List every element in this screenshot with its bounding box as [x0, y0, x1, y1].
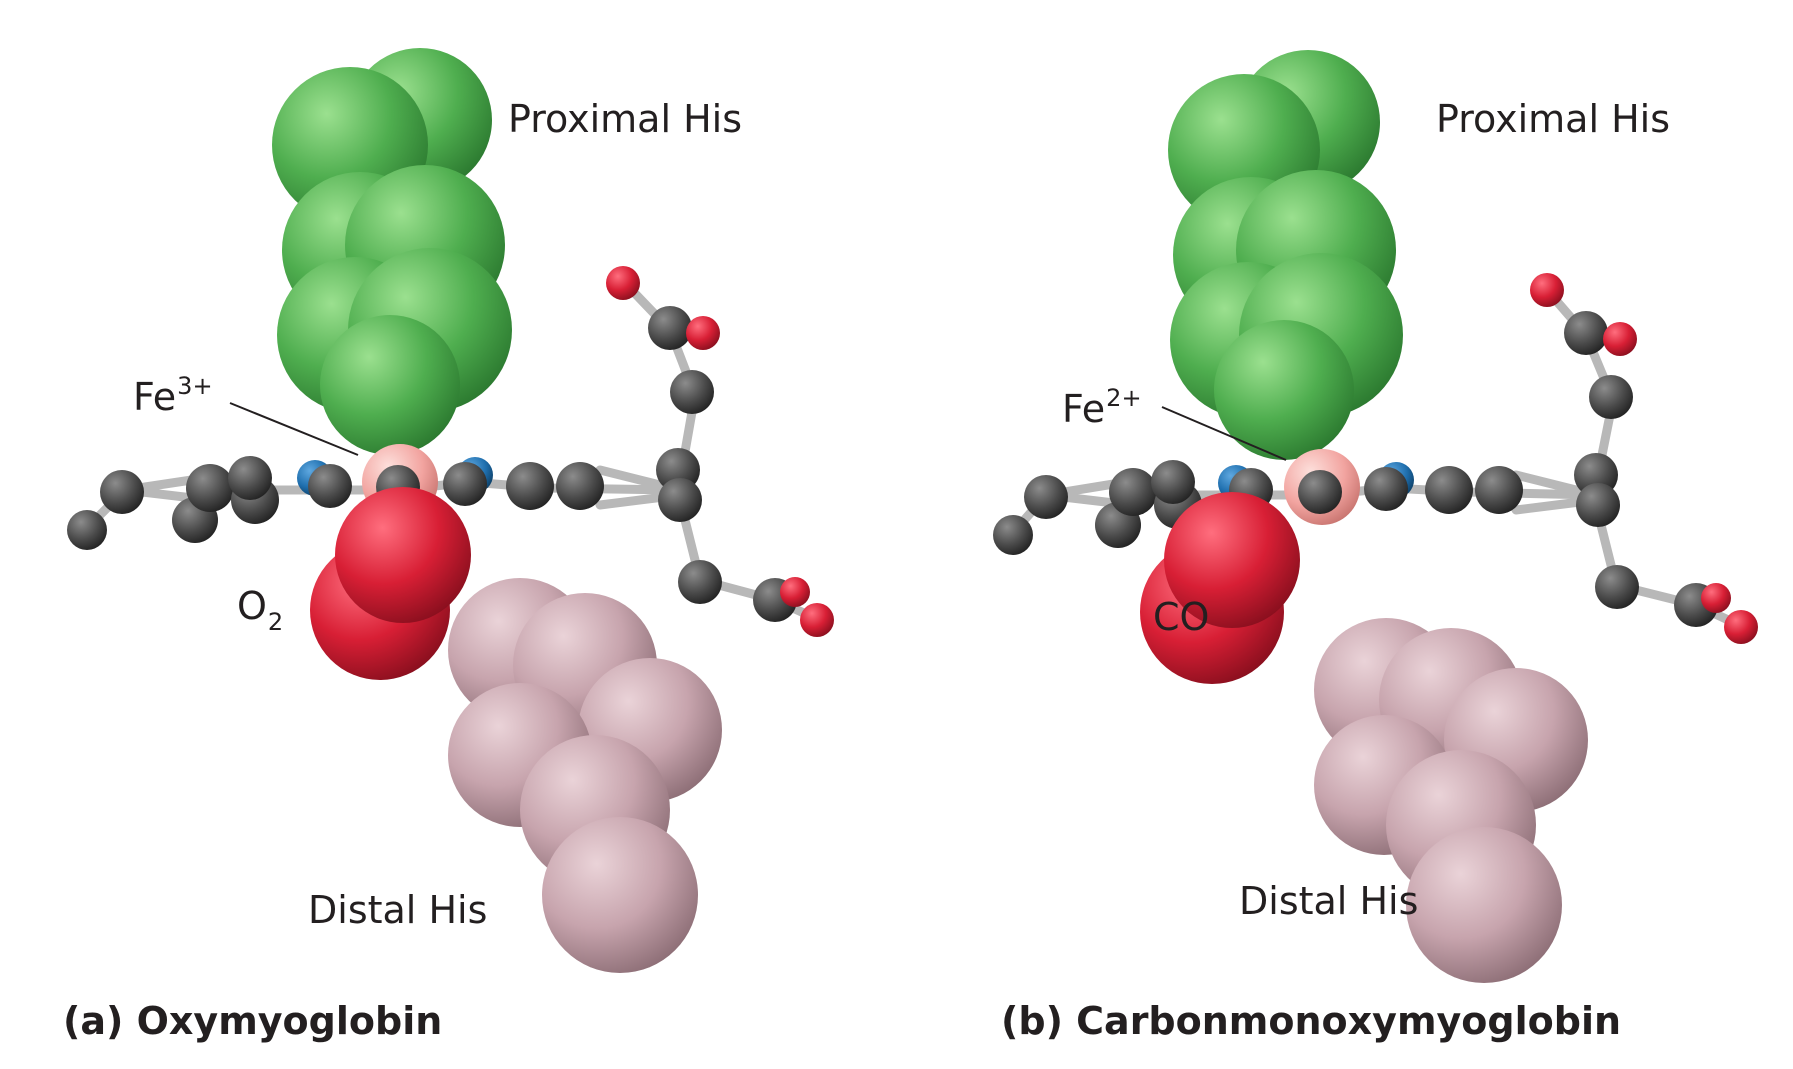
panel-oxymyoglobin: Proximal His Fe3+ O2 Distal His (a) Oxym…: [0, 0, 896, 1069]
iron-symbol: Fe: [133, 375, 177, 419]
proximal-his-label: Proximal His: [1436, 97, 1671, 141]
iron-label: Fe2+: [1062, 386, 1142, 431]
proximal-his-model: [1168, 50, 1403, 460]
panel-caption: (a) Oxymyoglobin: [63, 999, 443, 1043]
ligand-base: CO: [1153, 595, 1210, 639]
iron-charge: 3+: [177, 372, 213, 400]
distal-his-model: [1314, 618, 1588, 983]
iron-label: Fe3+: [133, 374, 213, 419]
ligand-subscript: 2: [267, 608, 284, 636]
distal-his-model: [448, 578, 722, 973]
iron-charge: 2+: [1106, 384, 1142, 412]
ligand-label: O2: [237, 584, 283, 634]
carbonmonoxymyoglobin-model: [993, 50, 1758, 983]
oxymyoglobin-model: [67, 48, 834, 973]
distal-his-label: Distal His: [1239, 879, 1419, 923]
panel-carbonmonoxymyoglobin: Proximal His Fe2+ CO Distal His (b) Carb…: [896, 0, 1792, 1069]
iron-symbol: Fe: [1062, 387, 1106, 431]
ligand-label: CO: [1153, 598, 1210, 636]
proximal-his-label: Proximal His: [508, 97, 743, 141]
co-ligand-model: [1140, 492, 1300, 684]
panel-caption: (b) Carbonmonoxymyoglobin: [1001, 999, 1622, 1043]
proximal-his-model: [272, 48, 512, 455]
fe-leader-line: [1161, 406, 1287, 461]
ligand-base: O: [237, 584, 267, 628]
distal-his-label: Distal His: [308, 888, 488, 932]
fe-leader-line: [229, 402, 359, 456]
o2-ligand-model: [310, 487, 471, 680]
heme-atoms: [993, 273, 1758, 644]
